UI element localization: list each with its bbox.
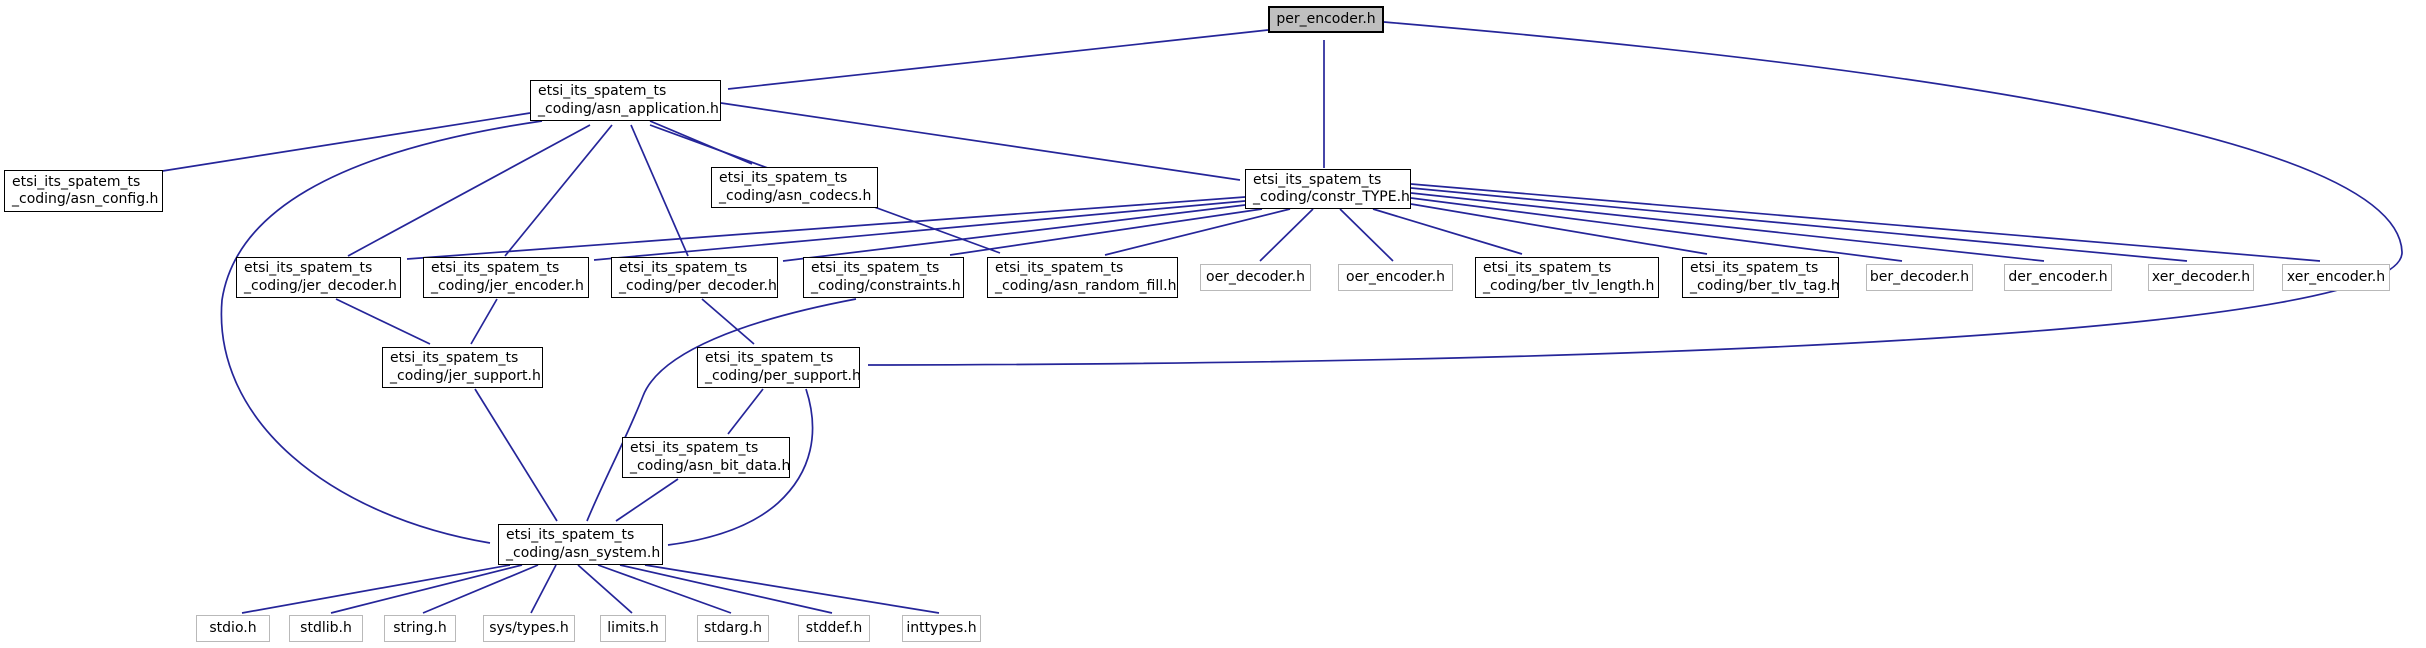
- node-stdarg[interactable]: stdarg.h: [697, 615, 769, 642]
- node-asn_application[interactable]: etsi_its_spatem_ts _coding/asn_applicati…: [530, 80, 721, 121]
- edge-asn_application-to-asn_system: [220, 120, 543, 544]
- node-jer_decoder[interactable]: etsi_its_spatem_ts _coding/jer_decoder.h: [236, 257, 401, 298]
- node-oer_decoder[interactable]: oer_decoder.h: [1200, 264, 1311, 291]
- edge-jer_support-to-asn_system: [474, 388, 558, 522]
- node-ber_tlv_tag[interactable]: etsi_its_spatem_ts _coding/ber_tlv_tag.h: [1682, 257, 1840, 298]
- node-jer_encoder[interactable]: etsi_its_spatem_ts _coding/jer_encoder.h: [423, 257, 589, 298]
- edge-asn_system-to-stdlib: [330, 564, 523, 614]
- edge-constr_TYPE-to-oer_decoder: [1259, 208, 1314, 262]
- node-asn_bit_data[interactable]: etsi_its_spatem_ts _coding/asn_bit_data.…: [622, 437, 790, 478]
- node-jer_support[interactable]: etsi_its_spatem_ts _coding/jer_support.h: [382, 347, 543, 388]
- edge-per_support-to-asn_system: [667, 388, 814, 546]
- edge-per_decoder-to-per_support: [701, 298, 755, 345]
- node-asn_config[interactable]: etsi_its_spatem_ts _coding/asn_config.h: [4, 170, 163, 212]
- node-limits[interactable]: limits.h: [600, 615, 666, 642]
- node-xer_encoder[interactable]: xer_encoder.h: [2282, 264, 2390, 291]
- edge-constr_TYPE-to-jer_decoder: [406, 196, 1246, 260]
- edge-jer_encoder-to-asn_application: [504, 124, 613, 257]
- node-der_encoder[interactable]: der_encoder.h: [2004, 264, 2112, 291]
- node-stdio[interactable]: stdio.h: [196, 615, 270, 642]
- edge-constr_TYPE-to-der_encoder: [1410, 192, 2045, 262]
- edge-asn_system-to-stddef: [619, 564, 833, 614]
- edge-jer_decoder-to-jer_support: [335, 298, 431, 345]
- node-stddef[interactable]: stddef.h: [798, 615, 870, 642]
- node-ber_decoder[interactable]: ber_decoder.h: [1866, 264, 1973, 291]
- edge-per_encoder-to-asn_application: [727, 29, 1269, 90]
- edge-asn_bit_data-to-asn_system: [615, 478, 679, 522]
- edge-constr_TYPE-to-asn_random_fill: [1104, 208, 1291, 256]
- edge-asn_application-to-constr_TYPE: [720, 102, 1241, 181]
- edge-constraints-to-asn_system: [586, 298, 857, 522]
- node-stdlib[interactable]: stdlib.h: [289, 615, 363, 642]
- edge-constr_TYPE-to-ber_tlv_length: [1372, 208, 1523, 255]
- edge-asn_system-to-limits: [577, 564, 633, 614]
- node-oer_encoder[interactable]: oer_encoder.h: [1338, 264, 1453, 291]
- node-asn_system[interactable]: etsi_its_spatem_ts _coding/asn_system.h: [498, 524, 663, 565]
- edge-constr_TYPE-to-constraints: [949, 208, 1263, 256]
- edge-jer_encoder-to-jer_support: [470, 298, 498, 345]
- node-per_encoder[interactable]: per_encoder.h: [1268, 6, 1384, 33]
- node-per_support[interactable]: etsi_its_spatem_ts _coding/per_support.h: [697, 347, 861, 388]
- edge-constr_TYPE-to-ber_decoder: [1410, 197, 1903, 262]
- edge-asn_system-to-string: [422, 564, 539, 614]
- edge-per_encoder-to-per_support: [867, 21, 2403, 366]
- node-per_decoder[interactable]: etsi_its_spatem_ts _coding/per_decoder.h: [611, 257, 778, 298]
- edge-asn_system-to-sys_types: [530, 564, 557, 614]
- edge-constr_TYPE-to-oer_encoder: [1339, 208, 1394, 262]
- edge-per_decoder-to-asn_application: [630, 124, 689, 257]
- edge-asn_system-to-stdarg: [597, 564, 732, 614]
- node-constr_TYPE[interactable]: etsi_its_spatem_ts _coding/constr_TYPE.h: [1245, 169, 1411, 209]
- node-inttypes[interactable]: inttypes.h: [902, 615, 981, 642]
- edge-constr_TYPE-to-xer_decoder: [1410, 187, 2188, 262]
- edge-asn_system-to-stdio: [241, 564, 511, 614]
- edge-asn_application-to-asn_config: [155, 112, 531, 173]
- node-asn_random_fill[interactable]: etsi_its_spatem_ts _coding/asn_random_fi…: [987, 257, 1178, 298]
- edge-constr_TYPE-to-xer_encoder: [1410, 183, 2321, 262]
- edge-asn_system-to-inttypes: [644, 564, 940, 614]
- node-sys_types[interactable]: sys/types.h: [483, 615, 575, 642]
- edge-per_support-to-asn_bit_data: [727, 388, 764, 435]
- node-string[interactable]: string.h: [384, 615, 456, 642]
- node-xer_decoder[interactable]: xer_decoder.h: [2148, 264, 2254, 291]
- edge-jer_decoder-to-asn_application: [347, 124, 591, 257]
- edge-constr_TYPE-to-jer_encoder: [593, 200, 1246, 261]
- edge-constr_TYPE-to-ber_tlv_tag: [1410, 203, 1708, 255]
- edge-constr_TYPE-to-per_decoder: [782, 204, 1246, 262]
- node-ber_tlv_length[interactable]: etsi_its_spatem_ts _coding/ber_tlv_lengt…: [1475, 257, 1659, 298]
- node-asn_codecs[interactable]: etsi_its_spatem_ts _coding/asn_codecs.h: [711, 167, 878, 208]
- node-constraints[interactable]: etsi_its_spatem_ts _coding/constraints.h: [803, 257, 964, 298]
